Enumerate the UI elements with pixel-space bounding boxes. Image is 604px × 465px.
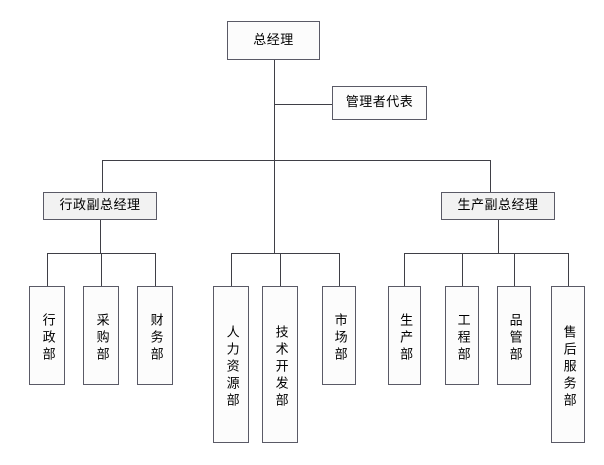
connector-bus-to-production-deputy — [490, 160, 491, 192]
connector-middle-drop-2 — [280, 253, 281, 286]
node-department-left-0[interactable]: 行政部 — [29, 286, 65, 385]
node-admin-deputy-gm[interactable]: 行政副总经理 — [43, 192, 157, 220]
connector-middle-drop-3 — [339, 253, 340, 286]
connector-right-drop-1 — [404, 253, 405, 286]
connector-left-drop-2 — [101, 253, 102, 286]
connector-right-drop-3 — [514, 253, 515, 286]
connector-right-drop-4 — [568, 253, 569, 286]
connector-gm-to-mgmt-rep — [274, 104, 332, 105]
connector-middle-drop-1 — [231, 253, 232, 286]
connector-left-drop-3 — [155, 253, 156, 286]
node-department-left-1[interactable]: 采购部 — [83, 286, 119, 385]
node-department-right-1[interactable]: 工程部 — [445, 286, 479, 385]
node-department-right-0[interactable]: 生产部 — [388, 286, 421, 385]
connector-middle-group-bus — [231, 253, 339, 254]
node-department-center-2[interactable]: 市场部 — [322, 286, 356, 385]
node-department-left-2[interactable]: 财务部 — [137, 286, 173, 385]
node-general-manager[interactable]: 总经理 — [227, 21, 320, 60]
node-management-representative[interactable]: 管理者代表 — [332, 86, 427, 120]
node-production-deputy-gm[interactable]: 生产副总经理 — [441, 192, 555, 220]
connector-gm-stem-down — [274, 60, 275, 160]
connector-right-drop-2 — [462, 253, 463, 286]
connector-admin-deputy-stem — [100, 220, 101, 253]
connector-center-stem — [274, 160, 275, 253]
node-department-right-2[interactable]: 品管部 — [497, 286, 531, 385]
connector-right-group-bus — [404, 253, 568, 254]
node-department-center-1[interactable]: 技术开发部 — [262, 286, 298, 443]
connector-level2-bus — [102, 160, 490, 161]
connector-bus-to-admin-deputy — [102, 160, 103, 192]
connector-left-drop-1 — [47, 253, 48, 286]
node-department-right-3[interactable]: 售后服务部 — [551, 286, 585, 443]
connector-production-deputy-stem — [498, 220, 499, 253]
node-department-center-0[interactable]: 人力资源部 — [213, 286, 249, 443]
